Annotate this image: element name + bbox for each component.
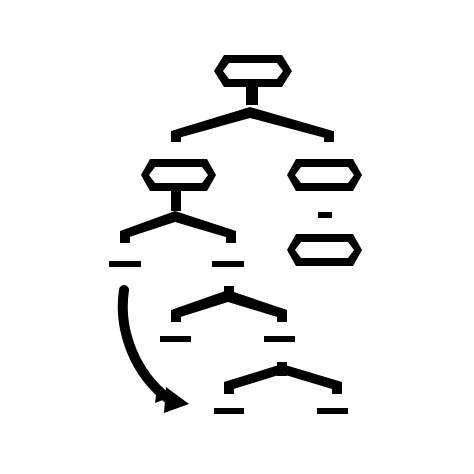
root-node (214, 55, 292, 87)
right-child-node (287, 159, 362, 191)
lower-right-node (287, 234, 362, 266)
right-child-stub (318, 212, 332, 218)
root-connector (171, 87, 334, 142)
left-child-node (141, 159, 216, 191)
middle-branch-connector (160, 286, 295, 342)
curved-arrow-icon (117, 285, 189, 413)
bottom-branch-connector (214, 362, 348, 414)
left-branch-connector (109, 191, 244, 267)
